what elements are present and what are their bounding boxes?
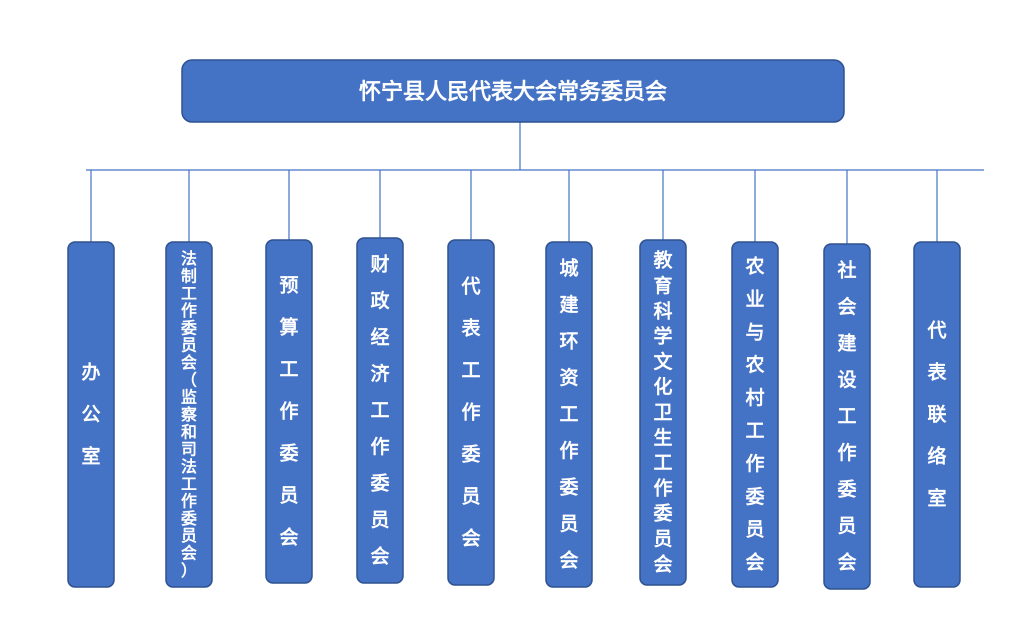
- child-label: 社会建设工作委员会: [836, 258, 856, 573]
- child-box: [165, 241, 213, 588]
- child-box: [545, 241, 593, 588]
- child-label: 办公室: [81, 361, 100, 468]
- child-box: [67, 241, 115, 588]
- child-box: [265, 239, 313, 584]
- child-label: 教育科学文化卫生工作委员会: [652, 249, 673, 576]
- child-box: [823, 243, 871, 590]
- child-node: 代表联络室: [913, 241, 961, 588]
- root-box: [181, 59, 845, 123]
- child-node: 社会建设工作委员会: [823, 243, 871, 590]
- child-label: 财政经济工作委员会: [369, 252, 390, 567]
- child-label: 预算工作委员会: [278, 275, 298, 549]
- root-label: 怀宁县人民代表大会常务委员会: [359, 79, 667, 105]
- child-box: [731, 241, 779, 588]
- child-node: 预算工作委员会: [265, 239, 313, 584]
- child-box: [639, 239, 687, 586]
- child-box: [447, 239, 495, 586]
- child-node: 办公室: [67, 241, 115, 588]
- child-label: 代表联络室: [926, 320, 947, 510]
- child-node: 城建环资工作委员会: [545, 241, 593, 588]
- child-label: 代表工作委员会: [460, 276, 481, 550]
- child-node: 代表工作委员会: [447, 239, 495, 586]
- child-node: 法制工作委员会（监察和司法工作委员会）: [165, 241, 213, 588]
- root-node: 怀宁县人民代表大会常务委员会: [181, 59, 845, 123]
- child-label: 法制工作委员会（监察和司法工作委员会）: [180, 249, 197, 580]
- child-node: 农业与农村工作委员会: [731, 241, 779, 588]
- child-nodes: 办公室 法制工作委员会（监察和司法工作委员会） 预算工作委员会 财政经济工作委员会 代表…: [67, 237, 961, 590]
- child-label: 农业与农村工作委员会: [744, 254, 764, 573]
- child-label: 城建环资工作委员会: [558, 256, 578, 571]
- child-box: [913, 241, 961, 588]
- connector-lines: [86, 122, 984, 244]
- child-node: 教育科学文化卫生工作委员会: [639, 239, 687, 586]
- child-node: 财政经济工作委员会: [356, 237, 404, 584]
- child-box: [356, 237, 404, 584]
